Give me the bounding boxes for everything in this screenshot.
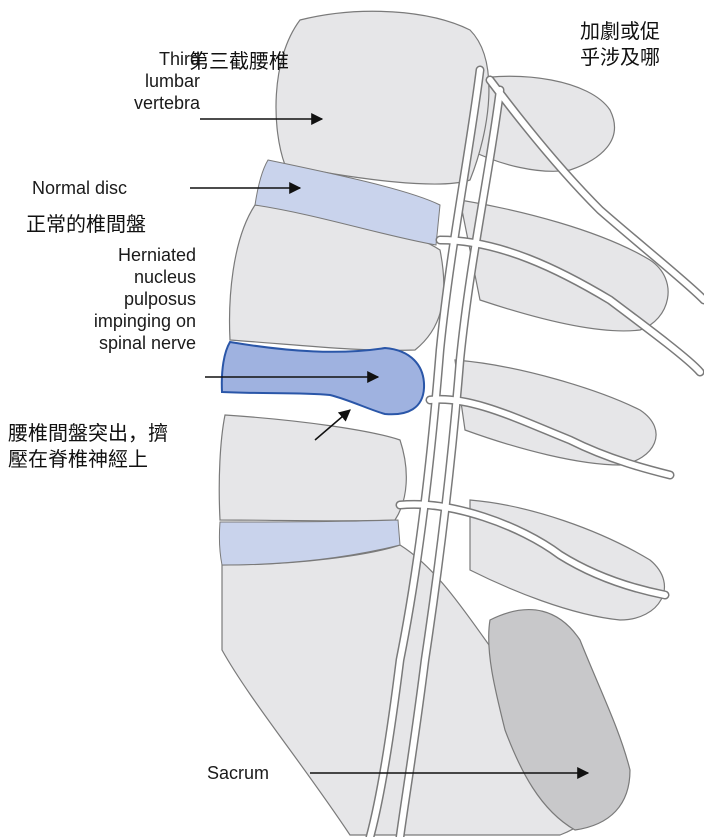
normal-disc-zh-label: 正常的椎間盤: [26, 211, 146, 237]
label-line: Third: [60, 48, 200, 70]
fifth-lumbar-vertebra-body: [219, 415, 406, 521]
label-line: nucleus: [10, 266, 196, 288]
normal-disc-label: Normal disc: [32, 177, 127, 199]
label-line: lumbar: [60, 70, 200, 92]
label-line: 壓在脊椎神經上: [8, 446, 168, 472]
herniated-nucleus-label: Herniated nucleus pulposus impinging on …: [10, 244, 196, 354]
label-line: vertebra: [60, 92, 200, 114]
third-lumbar-vertebra-body: [276, 11, 489, 184]
label-line: 腰椎間盤突出，擠: [8, 420, 168, 446]
fragment-line: 加劇或促: [580, 18, 660, 44]
sacrum-label: Sacrum: [207, 762, 269, 784]
fragment-line: 乎涉及哪: [580, 44, 660, 70]
label-line: Herniated: [10, 244, 196, 266]
top-right-fragment: 加劇或促 乎涉及哪: [580, 18, 660, 70]
label-line: impinging on: [10, 310, 196, 332]
label-line: pulposus: [10, 288, 196, 310]
third-lumbar-vertebra-zh-label: 第三截腰椎: [189, 48, 289, 74]
third-lumbar-vertebra-label: Third lumbar vertebra: [60, 48, 200, 114]
herniated-zh-label: 腰椎間盤突出，擠 壓在脊椎神經上: [8, 420, 168, 472]
herniated-disc: [222, 342, 424, 414]
label-line: spinal nerve: [10, 332, 196, 354]
